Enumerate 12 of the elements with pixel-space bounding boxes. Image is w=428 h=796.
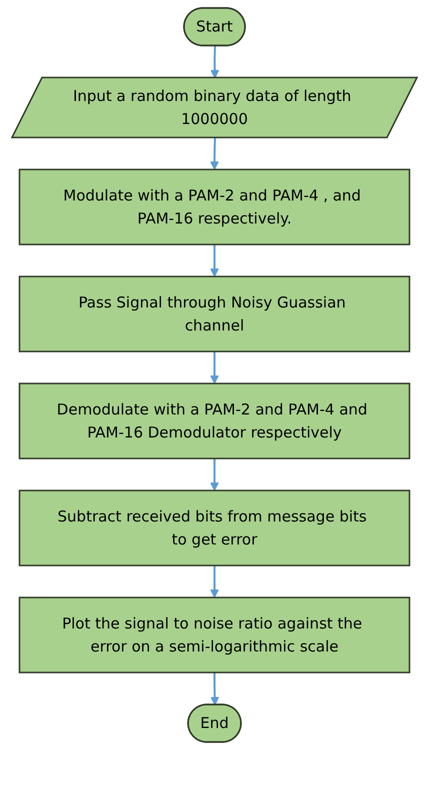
arrow xyxy=(210,352,218,384)
node-box: Modulate with a PAM-2 and PAM-4 , and PAM-16 respectively. xyxy=(18,168,410,246)
arrow xyxy=(210,138,218,170)
node-box: Plot the signal to noise ratio against the error on a semi-logarithmic scale xyxy=(18,596,410,674)
arrow xyxy=(210,672,219,706)
node-box: Subtract received bits from message bits to get error xyxy=(18,490,410,566)
arrow xyxy=(210,46,219,78)
node-box: Pass Signal through Noisy Guassian channel xyxy=(18,276,410,352)
arrow xyxy=(210,244,218,277)
arrow xyxy=(210,566,218,598)
arrow xyxy=(210,458,218,491)
node-box: Demodulate with a PAM-2 and PAM-4 and PAM-16 Demodulator respectively xyxy=(18,382,410,460)
